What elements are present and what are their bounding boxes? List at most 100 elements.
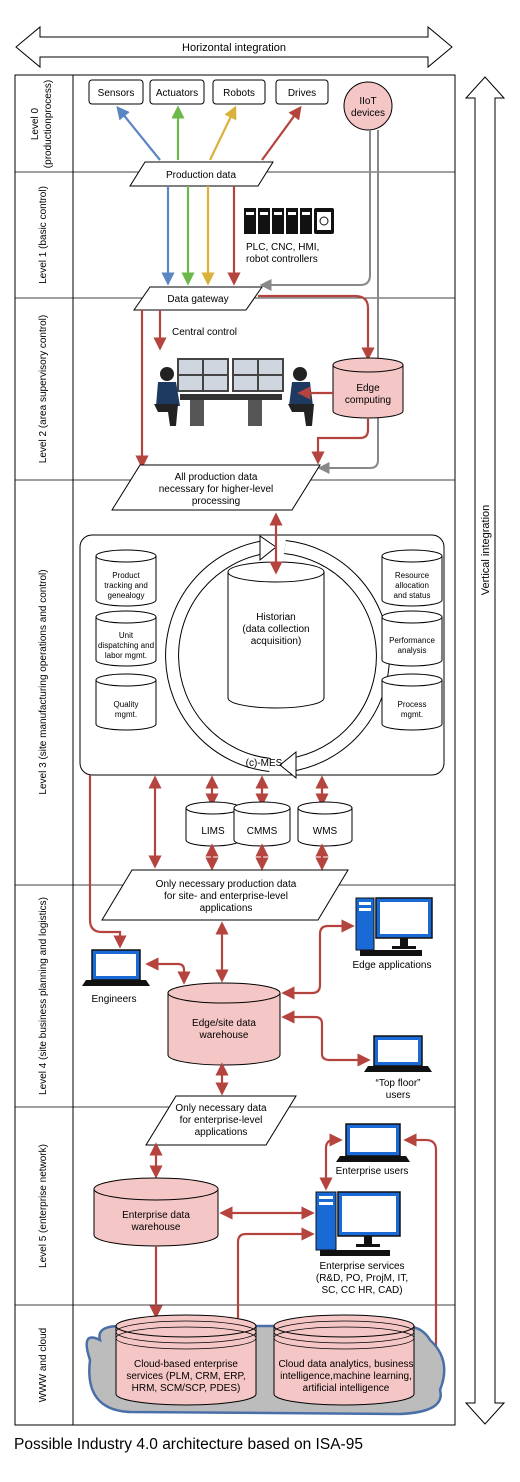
horizontal-integration-arrow: Horizontal integration <box>15 25 453 69</box>
mes-label: (c)-MES <box>246 758 283 769</box>
edge-computing-line2: computing <box>345 395 391 406</box>
iiot-label-line1: IIoT <box>359 96 376 107</box>
edge-site-warehouse-cylinder: Edge/site data warehouse <box>167 982 281 1066</box>
only-necessary-production-data-parallelogram: Only necessary production data for site-… <box>101 869 349 921</box>
edge-warehouse-line2: warehouse <box>199 1030 249 1041</box>
all-data-line1: All production data <box>175 472 258 483</box>
enterprise-services-desktop-icon <box>315 1191 401 1256</box>
wms-label: WMS <box>313 826 338 837</box>
central-control-label: Central control <box>172 327 237 338</box>
product-tracking-line2: tracking and <box>104 581 148 590</box>
cmms-label: CMMS <box>247 826 278 837</box>
unit-dispatching-line2: dispatching and <box>98 641 154 650</box>
performance-line2: analysis <box>398 646 427 655</box>
enterprise-users-label: Enterprise users <box>336 1166 409 1177</box>
level1-label: Level 1 (basic control) <box>38 186 49 284</box>
quality-line2: mgmt. <box>115 710 137 719</box>
process-line1: Process <box>398 700 427 709</box>
production-data-parallelogram: Production data <box>129 161 274 187</box>
cloud-services-line2: services (PLM, CRM, ERP, <box>126 1371 245 1382</box>
resource-line3: and status <box>394 591 431 600</box>
cloud-services-cylinder: Cloud-based enterprise services (PLM, CR… <box>115 1314 257 1406</box>
cloud-analytics-line1: Cloud data analytics, business <box>278 1359 413 1370</box>
actuators-label: Actuators <box>156 88 198 99</box>
product-tracking-line1: Product <box>112 571 140 580</box>
plc-hardware-icon <box>244 208 334 234</box>
only-necessary-line1: Only necessary production data <box>156 879 297 890</box>
performance-analysis-cylinder: Performance analysis <box>381 610 443 667</box>
only-necessary-line2: for site- and enterprise-level <box>164 891 288 902</box>
quality-line1: Quality <box>114 700 139 709</box>
edge-computing-cylinder: Edge computing <box>332 357 404 419</box>
robots-box: Robots <box>212 79 266 105</box>
level6-label: WWW and cloud <box>38 1328 49 1402</box>
cloud-analytics-line2: intelligence,machine learning, <box>280 1371 412 1382</box>
unit-dispatching-cylinder: Unit dispatching and labor mgmt. <box>95 610 157 667</box>
data-gateway-label: Data gateway <box>167 294 228 305</box>
top-floor-line1: “Top floor” <box>375 1078 420 1089</box>
main-frame <box>14 74 456 1426</box>
unit-dispatching-line1: Unit <box>119 631 134 640</box>
resource-allocation-cylinder: Resource allocation and status <box>381 549 443 607</box>
enterprise-warehouse-line1: Enterprise data <box>122 1210 190 1221</box>
engineers-laptop-icon <box>82 949 150 986</box>
enterprise-warehouse-line2: warehouse <box>131 1222 181 1233</box>
plc-label-line2: robot controllers <box>246 254 318 265</box>
sensors-label: Sensors <box>98 88 135 99</box>
enterprise-warehouse-cylinder: Enterprise data warehouse <box>93 1177 219 1247</box>
top-floor-laptop-icon <box>364 1035 432 1072</box>
robots-label: Robots <box>223 88 255 99</box>
level0-label-line1: Level 0 <box>30 107 41 140</box>
engineers-label: Engineers <box>91 994 136 1005</box>
historian-line3: acquisition) <box>251 636 302 647</box>
product-tracking-cylinder: Product tracking and genealogy <box>95 549 157 607</box>
only-data-line1: Only necessary data <box>175 1103 267 1114</box>
top-floor-line2: users <box>386 1090 410 1101</box>
unit-dispatching-line3: labor mgmt. <box>105 651 147 660</box>
figure-caption: Possible Industry 4.0 architecture based… <box>14 1436 363 1453</box>
resource-line1: Resource <box>395 571 430 580</box>
cloud-analytics-line3: artificial intelligence <box>303 1383 390 1394</box>
actuators-box: Actuators <box>149 79 205 105</box>
enterprise-services-line1: Enterprise services <box>319 1261 404 1272</box>
level4-label: Level 4 (site business planning and logi… <box>38 897 49 1095</box>
historian-line2: (data collection <box>242 624 309 635</box>
cmms-cylinder: CMMS <box>233 801 291 847</box>
level5-label: Level 5 (enterprise network) <box>38 1144 49 1268</box>
level3-label: Level 3 (site manufacturing operations a… <box>38 569 49 794</box>
drives-box: Drives <box>275 79 329 105</box>
cloud-services-line1: Cloud-based enterprise <box>134 1359 238 1370</box>
edge-applications-label: Edge applications <box>353 960 432 971</box>
all-data-line2: necessary for higher-level <box>159 484 274 495</box>
only-data-line3: applications <box>195 1127 248 1138</box>
data-gateway-parallelogram: Data gateway <box>133 286 263 311</box>
sensors-box: Sensors <box>88 79 144 105</box>
iiot-label-line2: devices <box>351 108 385 119</box>
production-data-label: Production data <box>166 170 236 181</box>
only-necessary-data-parallelogram: Only necessary data for enterprise-level… <box>145 1095 297 1146</box>
lims-cylinder: LIMS <box>185 801 241 847</box>
cloud-analytics-cylinder: Cloud data analytics, business intellige… <box>273 1314 415 1406</box>
control-room-illustration <box>154 358 314 426</box>
level2-label: Level 2 (area supervisory control) <box>38 315 49 463</box>
horizontal-integration-label: Horizontal integration <box>182 42 286 54</box>
process-line2: mgmt. <box>401 710 423 719</box>
all-data-line3: processing <box>192 496 240 507</box>
level0-label-line2: (productionprocess) <box>43 80 54 168</box>
edge-applications-desktop-icon <box>355 897 433 956</box>
enterprise-services-line3: SC, CC HR, CAD) <box>321 1285 402 1296</box>
performance-line1: Performance <box>389 636 435 645</box>
iiot-devices: IIoT devices <box>343 81 393 131</box>
drives-label: Drives <box>288 88 316 99</box>
enterprise-services-line2: (R&D, PO, ProjM, IT, <box>316 1273 408 1284</box>
enterprise-users-laptop-icon <box>336 1123 410 1162</box>
process-mgmt-cylinder: Process mgmt. <box>381 673 443 731</box>
plc-label-line1: PLC, CNC, HMI, <box>246 242 319 253</box>
lims-label: LIMS <box>201 826 225 837</box>
all-production-data-parallelogram: All production data necessary for higher… <box>111 464 321 511</box>
product-tracking-line3: genealogy <box>108 591 145 600</box>
resource-line2: allocation <box>395 581 429 590</box>
historian-cylinder: Historian (data collection acquisition) <box>227 561 325 709</box>
only-data-line2: for enterprise-level <box>180 1115 263 1126</box>
historian-line1: Historian <box>256 612 295 623</box>
